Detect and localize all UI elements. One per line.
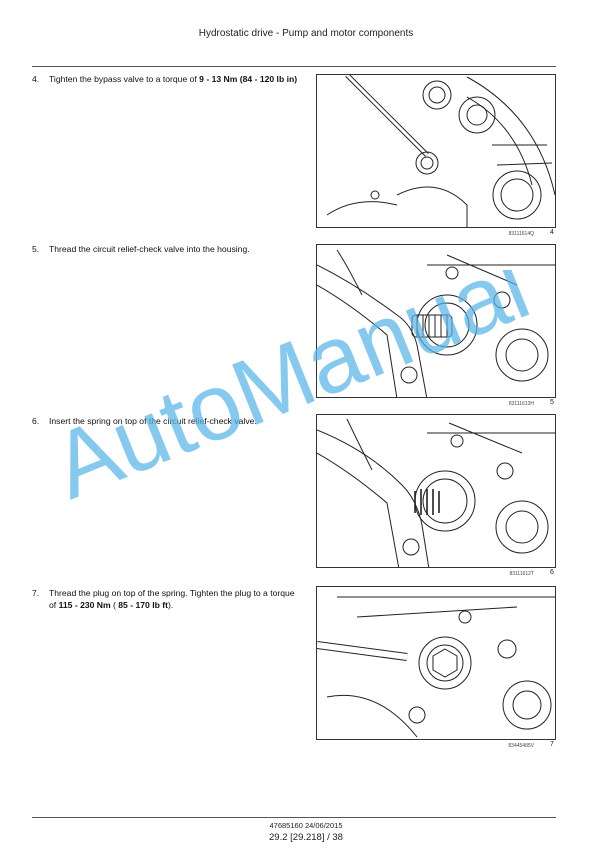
step-text: Insert the spring on top of the circuit …: [49, 416, 301, 428]
step-text: Thread the plug on top of the spring. Ti…: [49, 588, 301, 611]
illustration-bypass-valve: [326, 75, 555, 227]
figure-number: 6: [550, 569, 554, 576]
page-header-title: Hydrostatic drive - Pump and motor compo…: [198, 28, 414, 39]
step-number: 5.: [32, 244, 40, 254]
figure-code: 83111614Q: [508, 231, 534, 237]
step-text-part: Thread the plug on top of the spring. Ti…: [49, 588, 295, 610]
figure-plug: [316, 586, 556, 740]
figure-bypass-valve: [316, 74, 556, 228]
footer-document-reference: 47685160 24/06/2015: [269, 821, 343, 830]
figure-relief-check-valve: [316, 244, 556, 398]
figure-code: 83111613H: [508, 401, 534, 407]
illustration-relief-check-valve: [317, 249, 555, 397]
figure-number: 5: [550, 399, 554, 406]
footer-page-reference: 29.2 [29.218] / 38: [269, 832, 343, 843]
step-text-part: Insert the spring on top of the circuit …: [49, 416, 257, 426]
illustration-spring: [317, 418, 555, 567]
step-text-part: (: [110, 599, 119, 610]
step-number: 6.: [32, 416, 40, 426]
header-divider: [32, 66, 556, 67]
figure-code: 83445485V: [508, 743, 534, 749]
step-text-part: Thread the circuit relief-check valve in…: [49, 244, 250, 254]
step-text-part: Tighten the bypass valve to a torque of: [49, 74, 200, 84]
figure-spring: [316, 414, 556, 568]
step-number: 4.: [32, 74, 40, 84]
torque-value: 9 - 13 Nm (84 - 120 lb in): [199, 74, 298, 84]
illustration-plug: [317, 596, 555, 738]
step-text-part: ).: [167, 599, 174, 610]
torque-value: 85 - 170 lb ft: [118, 599, 168, 610]
step-text: Tighten the bypass valve to a torque of …: [49, 74, 301, 86]
footer-divider: [32, 817, 556, 818]
step-text: Thread the circuit relief-check valve in…: [49, 244, 301, 256]
torque-value: 115 - 230 Nm: [58, 599, 111, 610]
figure-number: 7: [550, 741, 554, 748]
figure-code: 83111612T: [509, 571, 534, 577]
figure-number: 4: [550, 229, 554, 236]
step-number: 7.: [32, 588, 40, 598]
